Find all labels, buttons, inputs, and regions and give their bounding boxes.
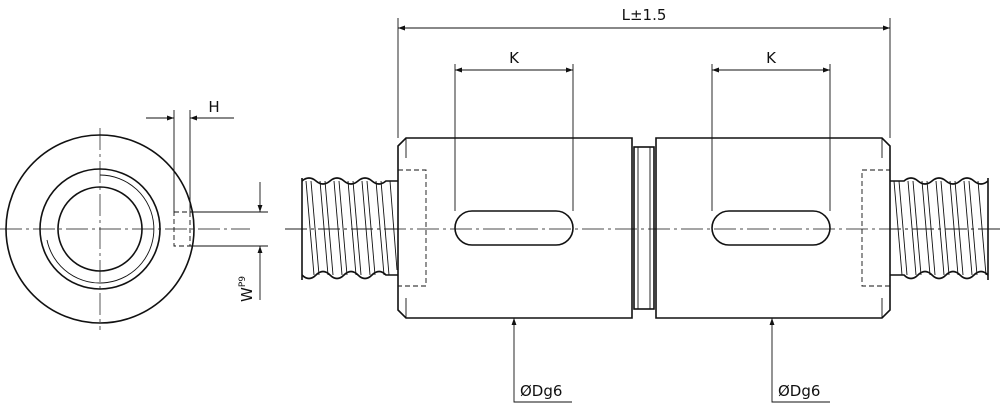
right-nut-body <box>655 137 891 319</box>
right-screw-shaft <box>890 177 989 280</box>
left-screw-shaft <box>301 177 398 280</box>
left-nut-body <box>397 137 633 319</box>
end-view: H WP9 <box>0 98 268 330</box>
right-keyway-slot <box>711 210 831 246</box>
keyway-width-symbol: W <box>238 287 256 302</box>
spacer-groove <box>633 146 655 310</box>
left-shaft-thread-lines <box>305 180 398 276</box>
spacer-ring <box>633 146 655 310</box>
side-view: L±1.5 K K ØDg6 ØDg6 <box>285 6 1002 403</box>
right-shaft-thread-lines <box>893 180 987 276</box>
right-shaft-bottom-crests <box>890 270 989 280</box>
right-shaft-top-crests <box>890 177 989 185</box>
left-shaft-bottom-crests <box>301 270 398 280</box>
overall-length-label: L±1.5 <box>622 6 667 24</box>
keyway-width-tolerance: P9 <box>238 276 248 287</box>
keyway-depth-label: H <box>208 98 219 116</box>
outer-diameter-label-left: ØDg6 <box>520 382 562 400</box>
diameter-leader-left <box>511 318 572 403</box>
diameter-leader-right <box>769 318 830 403</box>
end-view-keyway <box>173 211 191 247</box>
left-shaft-top-crests <box>301 177 398 185</box>
right-nut-outline <box>655 137 891 319</box>
end-view-thread-arc <box>46 174 155 284</box>
keyway-length-label-left: K <box>509 49 520 67</box>
outer-diameter-label-right: ØDg6 <box>778 382 820 400</box>
left-nut-outline <box>397 137 633 319</box>
left-keyway-slot <box>454 210 574 246</box>
keyway-width-label: WP9 <box>238 276 256 302</box>
keyway-length-label-right: K <box>766 49 777 67</box>
